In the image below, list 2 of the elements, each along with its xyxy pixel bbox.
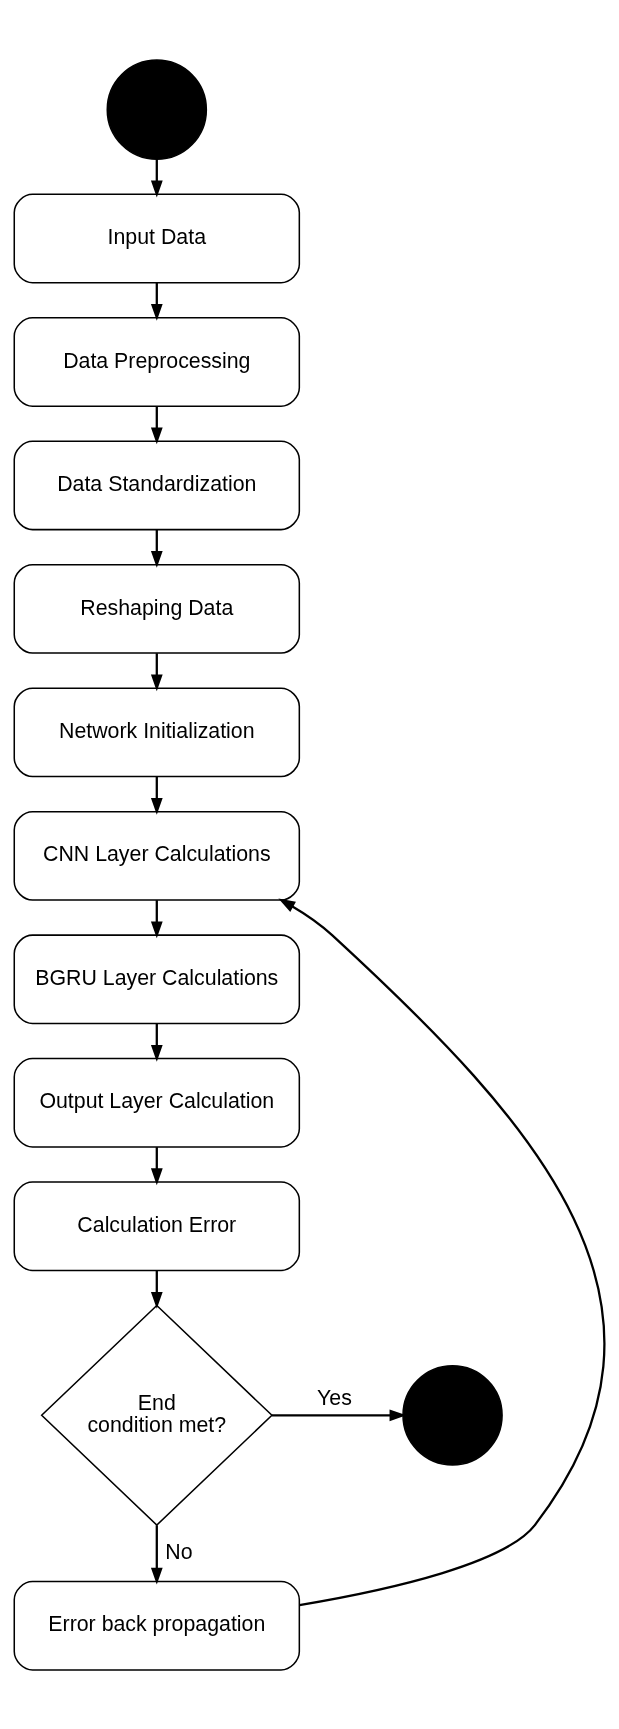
edge-label: No — [165, 1539, 193, 1564]
edge-label: Yes — [317, 1385, 352, 1410]
